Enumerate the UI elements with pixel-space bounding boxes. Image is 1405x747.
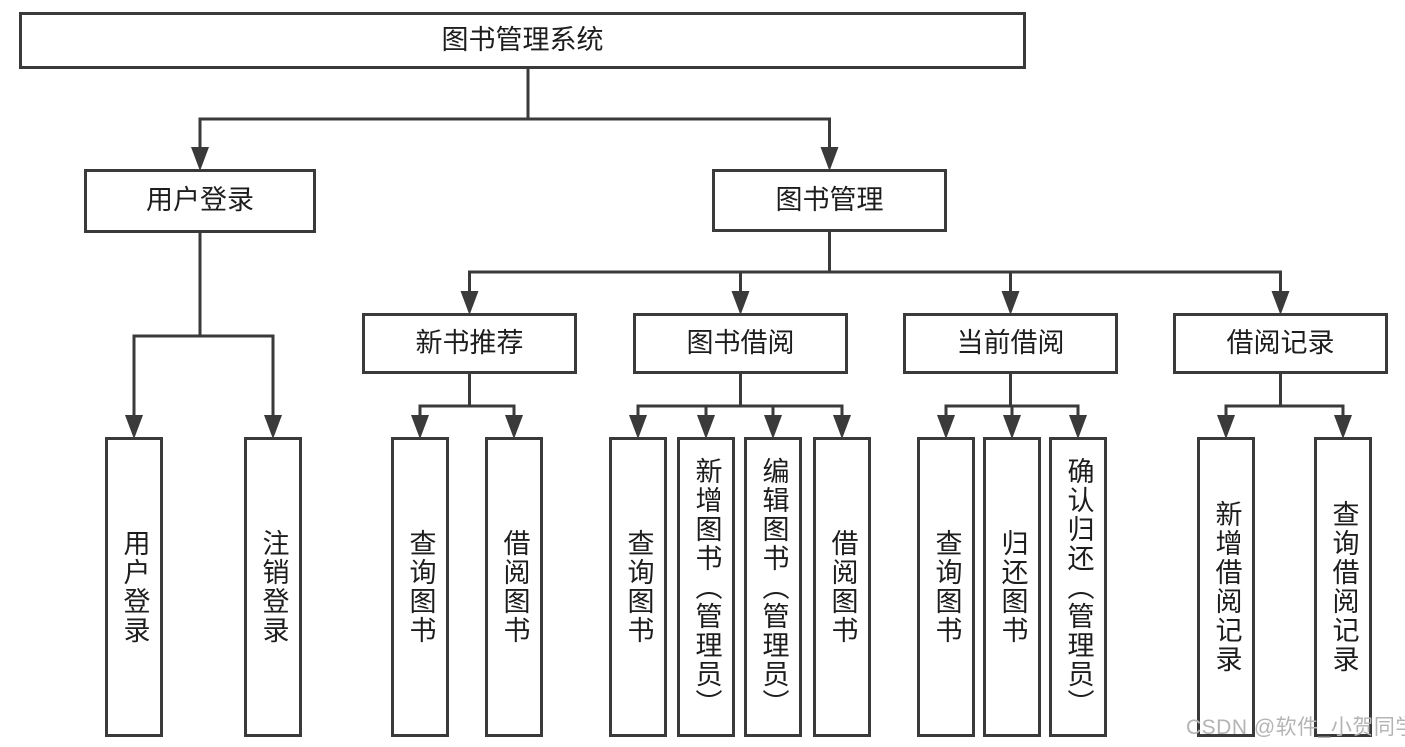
node-query-books-borrow: 查询图书 (609, 437, 667, 737)
node-borrow-books-rec: 借阅图书 (485, 437, 543, 737)
node-user-login: 用户登录 (84, 169, 316, 233)
node-login-action: 用户登录 (105, 437, 163, 737)
arrowhead-icon (1069, 415, 1087, 439)
arrowhead-icon (1001, 291, 1020, 315)
arrowhead-icon (505, 415, 523, 439)
node-logout-action: 注销登录 (244, 437, 302, 737)
node-borrow-records: 借阅记录 (1173, 313, 1388, 374)
arrowhead-icon (764, 415, 782, 439)
node-borrow-books-borrow: 借阅图书 (813, 437, 871, 737)
arrowhead-icon (1217, 415, 1235, 439)
node-confirm-return-admin: 确认归还（管理员） (1049, 437, 1107, 737)
node-edit-books-admin: 编辑图书（管理员） (744, 437, 802, 737)
arrowhead-icon (125, 415, 143, 439)
arrowhead-icon (191, 147, 209, 171)
node-return-books: 归还图书 (983, 437, 1041, 737)
arrowhead-icon (731, 291, 750, 315)
node-query-borrow-record: 查询借阅记录 (1314, 437, 1372, 737)
arrowhead-icon (937, 415, 955, 439)
node-query-books-rec: 查询图书 (391, 437, 449, 737)
arrowhead-icon (629, 415, 647, 439)
node-add-borrow-record: 新增借阅记录 (1197, 437, 1255, 737)
arrowhead-icon (411, 415, 429, 439)
node-root: 图书管理系统 (19, 12, 1026, 69)
arrowhead-icon (1003, 415, 1021, 439)
arrowhead-icon (833, 415, 851, 439)
arrowhead-icon (1334, 415, 1352, 439)
arrowhead-icon (820, 147, 839, 171)
node-add-books-admin: 新增图书（管理员） (677, 437, 735, 737)
node-new-book-rec: 新书推荐 (362, 313, 577, 374)
node-query-books-current: 查询图书 (917, 437, 975, 737)
node-book-mgmt: 图书管理 (712, 169, 947, 232)
node-book-borrow: 图书借阅 (633, 313, 848, 374)
arrowhead-icon (697, 415, 715, 439)
arrowhead-icon (460, 291, 479, 315)
arrowhead-icon (1271, 291, 1290, 315)
arrowhead-icon (264, 415, 282, 439)
node-current-borrow: 当前借阅 (903, 313, 1118, 374)
watermark-text: CSDN @软件_小贺同学 (1186, 716, 1405, 739)
